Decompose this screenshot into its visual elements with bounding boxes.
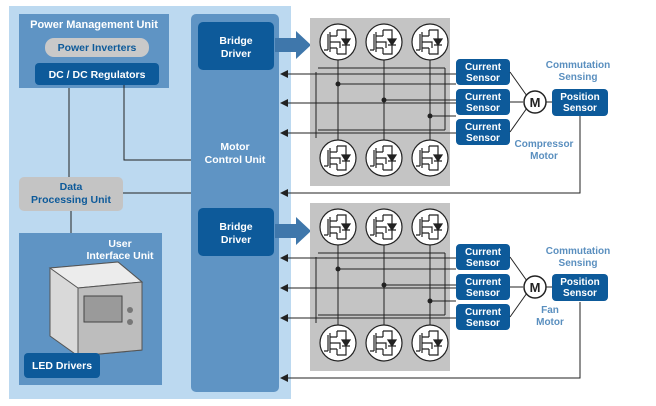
fan-motor-icon <box>523 275 547 299</box>
led-drivers-box <box>24 353 100 378</box>
svg-text:Current: Current <box>465 277 502 288</box>
bridge-top-line2: Driver <box>221 48 251 60</box>
transistor-icon <box>411 208 449 246</box>
commutation-label-lower-2: Sensing <box>559 258 598 269</box>
led-drivers-label: LED Drivers <box>32 360 92 372</box>
transistor-icon <box>319 208 357 246</box>
commutation-label-upper-2: Sensing <box>559 72 598 83</box>
bridge-driver-bottom <box>198 208 274 256</box>
bridge-driver-top <box>198 22 274 70</box>
dpu-line1: Data <box>60 181 83 193</box>
feedback-arrows-upper <box>280 70 581 197</box>
current-sensors-lower: Current Sensor Current Sensor Current Se… <box>456 244 510 330</box>
svg-text:Sensor: Sensor <box>466 103 500 114</box>
compressor-motor-symbol: M <box>530 95 541 110</box>
current-sensors-upper: Current Sensor Current Sensor Current Se… <box>456 59 510 145</box>
bridge-bottom-line2: Driver <box>221 234 251 246</box>
power-inverters-label: Power Inverters <box>58 42 137 54</box>
svg-text:Current: Current <box>465 307 502 318</box>
svg-text:Current: Current <box>465 247 502 258</box>
transistor-icon <box>365 139 403 177</box>
position-sensor-upper <box>552 89 608 116</box>
svg-text:Current: Current <box>465 122 502 133</box>
svg-text:Sensor: Sensor <box>466 288 500 299</box>
transistor-icon <box>319 139 357 177</box>
fan-motor-symbol: M <box>530 280 541 295</box>
compressor-motor-label-1: Compressor <box>515 139 574 150</box>
pmu-title: Power Management Unit <box>30 19 158 31</box>
ui-line2: Interface Unit <box>86 250 154 262</box>
transistor-icon <box>411 23 449 61</box>
svg-text:Sensor: Sensor <box>563 288 597 299</box>
dcdc-regulators-label: DC / DC Regulators <box>49 69 146 81</box>
transistor-icon <box>365 324 403 362</box>
svg-text:Current: Current <box>465 62 502 73</box>
transistor-icon <box>365 23 403 61</box>
feedback-arrows-lower <box>280 254 581 382</box>
commutation-label-upper-1: Commutation <box>546 60 610 71</box>
dcdc-regulators-box <box>35 63 159 85</box>
transistor-icon <box>411 324 449 362</box>
svg-text:Position: Position <box>560 277 599 288</box>
bridge-bottom-arrow <box>275 217 311 245</box>
svg-text:Current: Current <box>465 92 502 103</box>
ui-device-illustration <box>48 261 144 357</box>
bridge-bottom-line1: Bridge <box>219 221 252 233</box>
power-inverters-box <box>45 38 149 57</box>
transistor-icon <box>319 23 357 61</box>
left-connectors <box>68 85 191 233</box>
bridge-top-line1: Bridge <box>219 35 252 47</box>
fan-motor-label-2: Motor <box>536 317 564 328</box>
svg-text:Sensor: Sensor <box>466 133 500 144</box>
transistor-icon <box>365 208 403 246</box>
fan-motor-label-1: Fan <box>541 305 559 316</box>
mcu-line1: Motor <box>220 141 249 153</box>
commutation-label-lower-1: Commutation <box>546 246 610 257</box>
compressor-motor-label-2: Motor <box>530 151 558 162</box>
position-sensor-lower <box>552 274 608 301</box>
compressor-motor-icon <box>523 90 547 114</box>
svg-text:Sensor: Sensor <box>466 73 500 84</box>
transistor-icon <box>411 139 449 177</box>
motor-control-unit <box>191 14 279 392</box>
dpu-line2: Processing Unit <box>31 194 111 206</box>
svg-text:Sensor: Sensor <box>466 258 500 269</box>
svg-text:Position: Position <box>560 92 599 103</box>
svg-text:Sensor: Sensor <box>466 318 500 329</box>
ui-line1: User <box>108 238 131 250</box>
svg-text:Sensor: Sensor <box>563 103 597 114</box>
bridge-top-arrow <box>275 31 311 59</box>
mcu-line2: Control Unit <box>205 154 266 166</box>
data-processing-unit <box>19 177 123 211</box>
transistor-icon <box>319 324 357 362</box>
